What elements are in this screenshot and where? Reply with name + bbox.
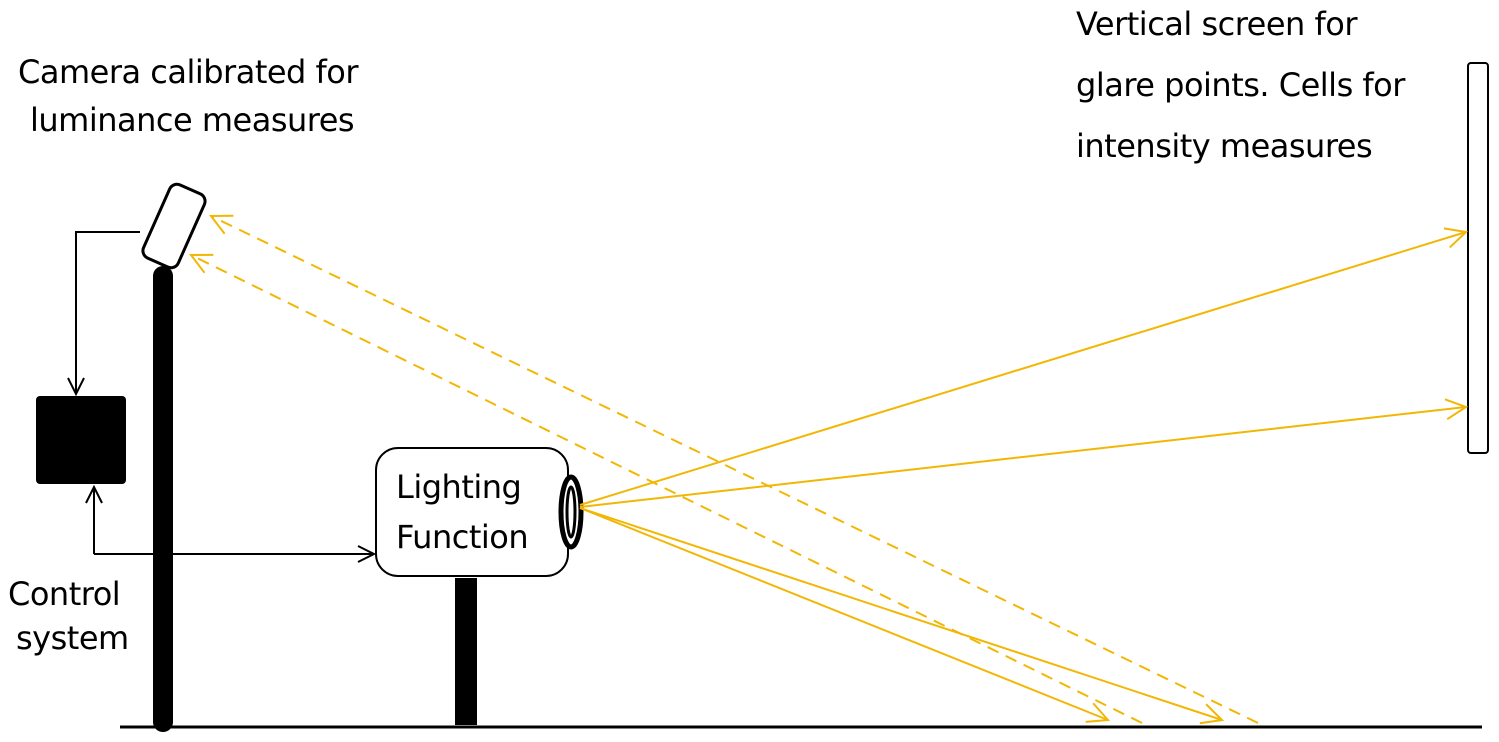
ray-to-floor-near: [579, 507, 1108, 720]
screen-label-line-3: intensity measures: [1076, 127, 1373, 165]
camera-label: Camera calibrated for luminance measures: [18, 48, 359, 144]
reflected-rays: [191, 216, 1259, 724]
reflected-ray-upper: [211, 216, 1259, 724]
camera-label-line-1: Camera calibrated for: [18, 53, 359, 91]
control-label-line-2: system: [16, 619, 129, 657]
control-system-label: Control system: [8, 572, 129, 660]
lamp-lens-inner: [565, 485, 577, 539]
camera-icon: [141, 182, 207, 270]
camera-to-control-wire: [76, 231, 140, 394]
reflected-ray-lower: [191, 255, 1143, 724]
light-rays: [579, 232, 1466, 720]
lighting-label-line-1: Lighting: [396, 468, 522, 506]
lighting-function-label: Lighting Function: [396, 462, 529, 562]
ray-to-screen-lower: [579, 407, 1466, 508]
lamp-lens-icon: [558, 474, 584, 550]
screen-label-line-1: Vertical screen for: [1076, 5, 1357, 43]
screen-label-line-2: glare points. Cells for: [1076, 66, 1405, 104]
control-label-line-1: Control: [8, 575, 121, 613]
ray-to-screen-upper: [579, 232, 1466, 506]
camera-label-line-2: luminance measures: [30, 101, 355, 139]
lighting-label-line-2: Function: [396, 518, 529, 556]
ray-to-floor-far: [579, 507, 1222, 720]
screen-label: Vertical screen for glare points. Cells …: [1076, 0, 1405, 177]
vertical-screen: [1467, 62, 1489, 454]
control-system-box: [36, 396, 126, 484]
